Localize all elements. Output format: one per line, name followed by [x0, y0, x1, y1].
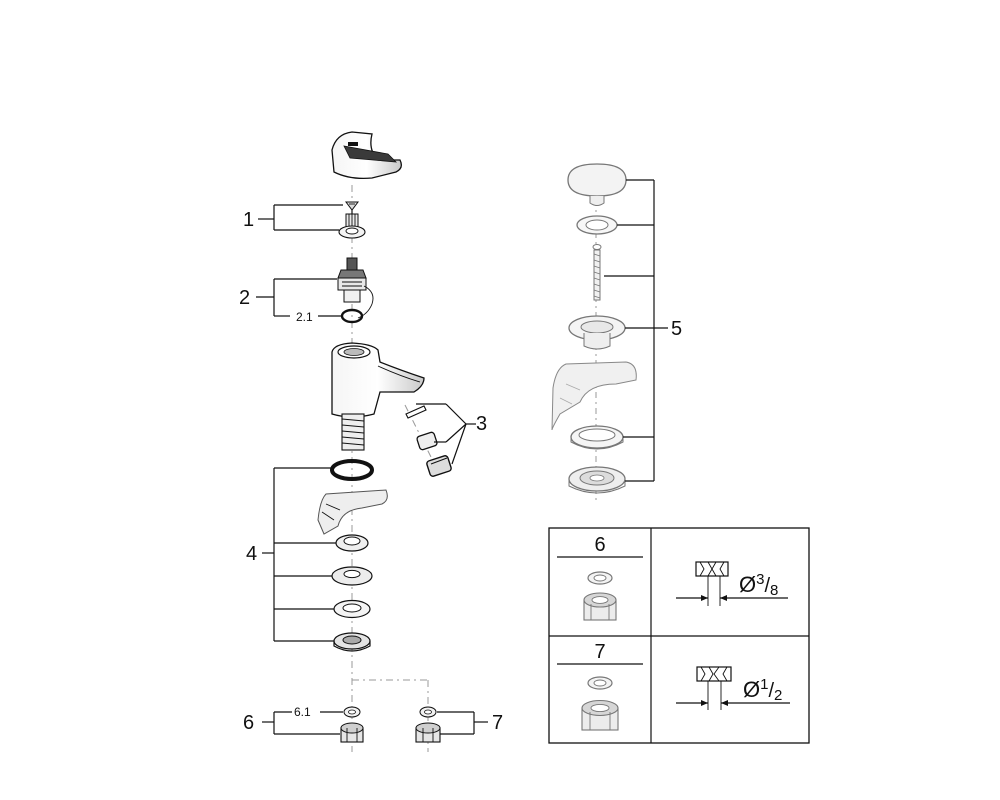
callout-1: 1 — [243, 209, 254, 231]
part-5-plug-cap — [567, 163, 627, 206]
part-5-waste-body — [568, 466, 626, 494]
callout-2: 2 — [239, 287, 250, 309]
part-6-1-washer — [343, 706, 361, 718]
table-row-6-label: 6 — [594, 534, 605, 556]
basin-section-left — [317, 489, 388, 535]
table-row-6-size: Ø3/8 — [739, 571, 778, 599]
table-row-7-washer — [587, 676, 613, 690]
part-4-washer-1 — [335, 534, 369, 552]
part-2-1-o-ring — [340, 308, 364, 324]
part-1-screw — [345, 201, 359, 214]
part-4-gasket-ring — [330, 459, 374, 481]
part-4-nut — [333, 632, 371, 652]
leader-lines-right — [604, 179, 668, 482]
part-6-nut — [340, 722, 364, 743]
basin-section-right — [551, 361, 637, 431]
table-row-7-size: Ø1/2 — [743, 676, 782, 704]
callout-6: 6 — [243, 712, 254, 734]
callout-4: 4 — [246, 543, 257, 565]
callout-5: 5 — [671, 318, 682, 340]
connection-table: 6 Ø3/8 7 — [548, 527, 810, 744]
table-row-7-label: 7 — [594, 641, 605, 663]
part-7-nut — [415, 722, 441, 743]
callout-7: 7 — [492, 712, 503, 734]
part-1-adapter — [338, 213, 366, 239]
part-3-aerator-set — [405, 405, 452, 477]
part-4-washer-3 — [333, 599, 371, 619]
callout-2-1: 2.1 — [296, 310, 313, 324]
part-5-rod — [592, 244, 602, 301]
callout-3: 3 — [476, 413, 487, 435]
lever-handle — [331, 131, 402, 180]
part-7-washer — [419, 706, 437, 718]
leader-lines-left — [256, 204, 488, 735]
callout-6-1: 6.1 — [294, 705, 311, 719]
table-row-7-nut — [581, 699, 619, 731]
part-4-washer-2 — [331, 566, 373, 586]
part-5-waste-flange — [568, 315, 626, 350]
tap-center-axis — [351, 185, 441, 752]
part-5-lock-ring — [570, 425, 624, 450]
table-row-7-pipe-dimension — [676, 666, 790, 710]
table-row-6-washer — [587, 571, 613, 585]
table-row-6-pipe-dimension — [676, 561, 788, 606]
table-row-6-nut — [583, 592, 617, 621]
part-2-cartridge — [337, 257, 374, 319]
tap-body — [331, 342, 425, 451]
part-5-seal-ring — [576, 215, 618, 235]
